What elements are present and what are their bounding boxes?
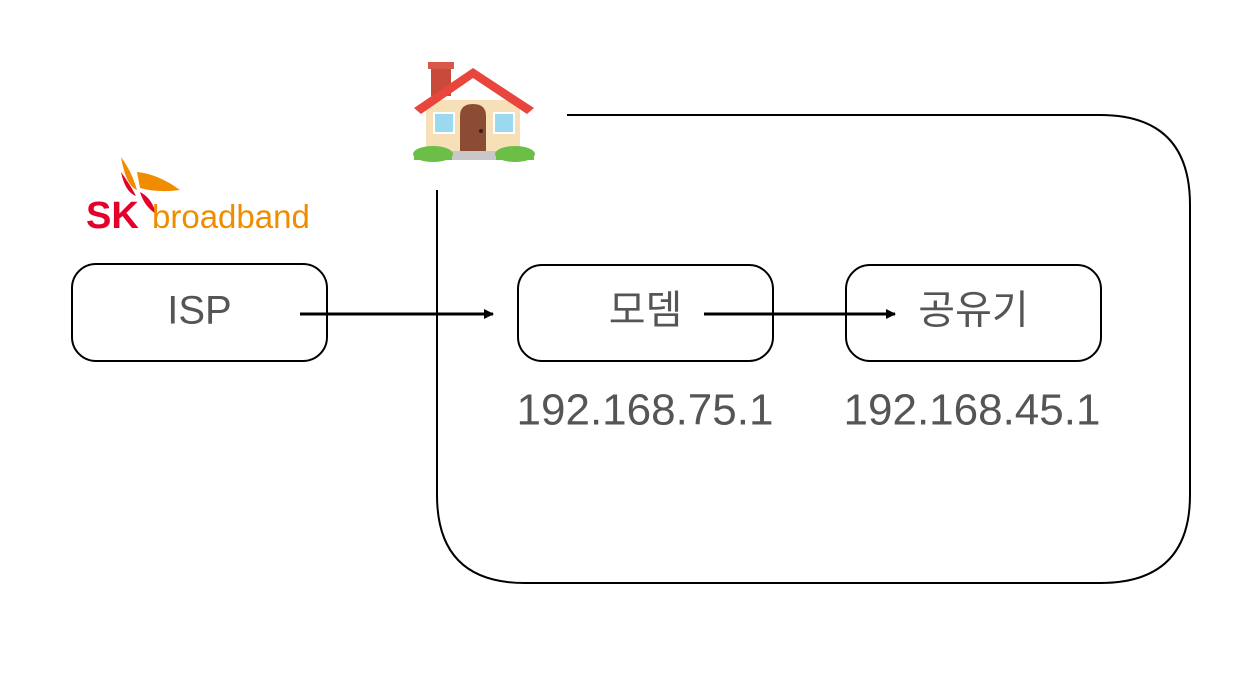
router-node-label: 공유기: [918, 289, 1028, 333]
sk-broadband-logo: SK broadband: [86, 157, 310, 237]
isp-node-label: ISP: [167, 289, 231, 333]
modem-node: 모뎀: [517, 264, 774, 362]
logo-brand-suffix: broadband: [152, 198, 310, 235]
router-ip-label: 192.168.45.1: [844, 386, 1101, 435]
router-node: 공유기: [845, 264, 1102, 362]
home-network-boundary: [436, 114, 1191, 584]
house-icon: [413, 62, 535, 162]
modem-node-label: 모뎀: [609, 289, 683, 333]
butterfly-icon: [121, 157, 137, 190]
logo-brand-prefix: SK: [86, 195, 139, 237]
modem-ip-label: 192.168.75.1: [517, 386, 774, 435]
isp-node: ISP: [71, 263, 328, 362]
